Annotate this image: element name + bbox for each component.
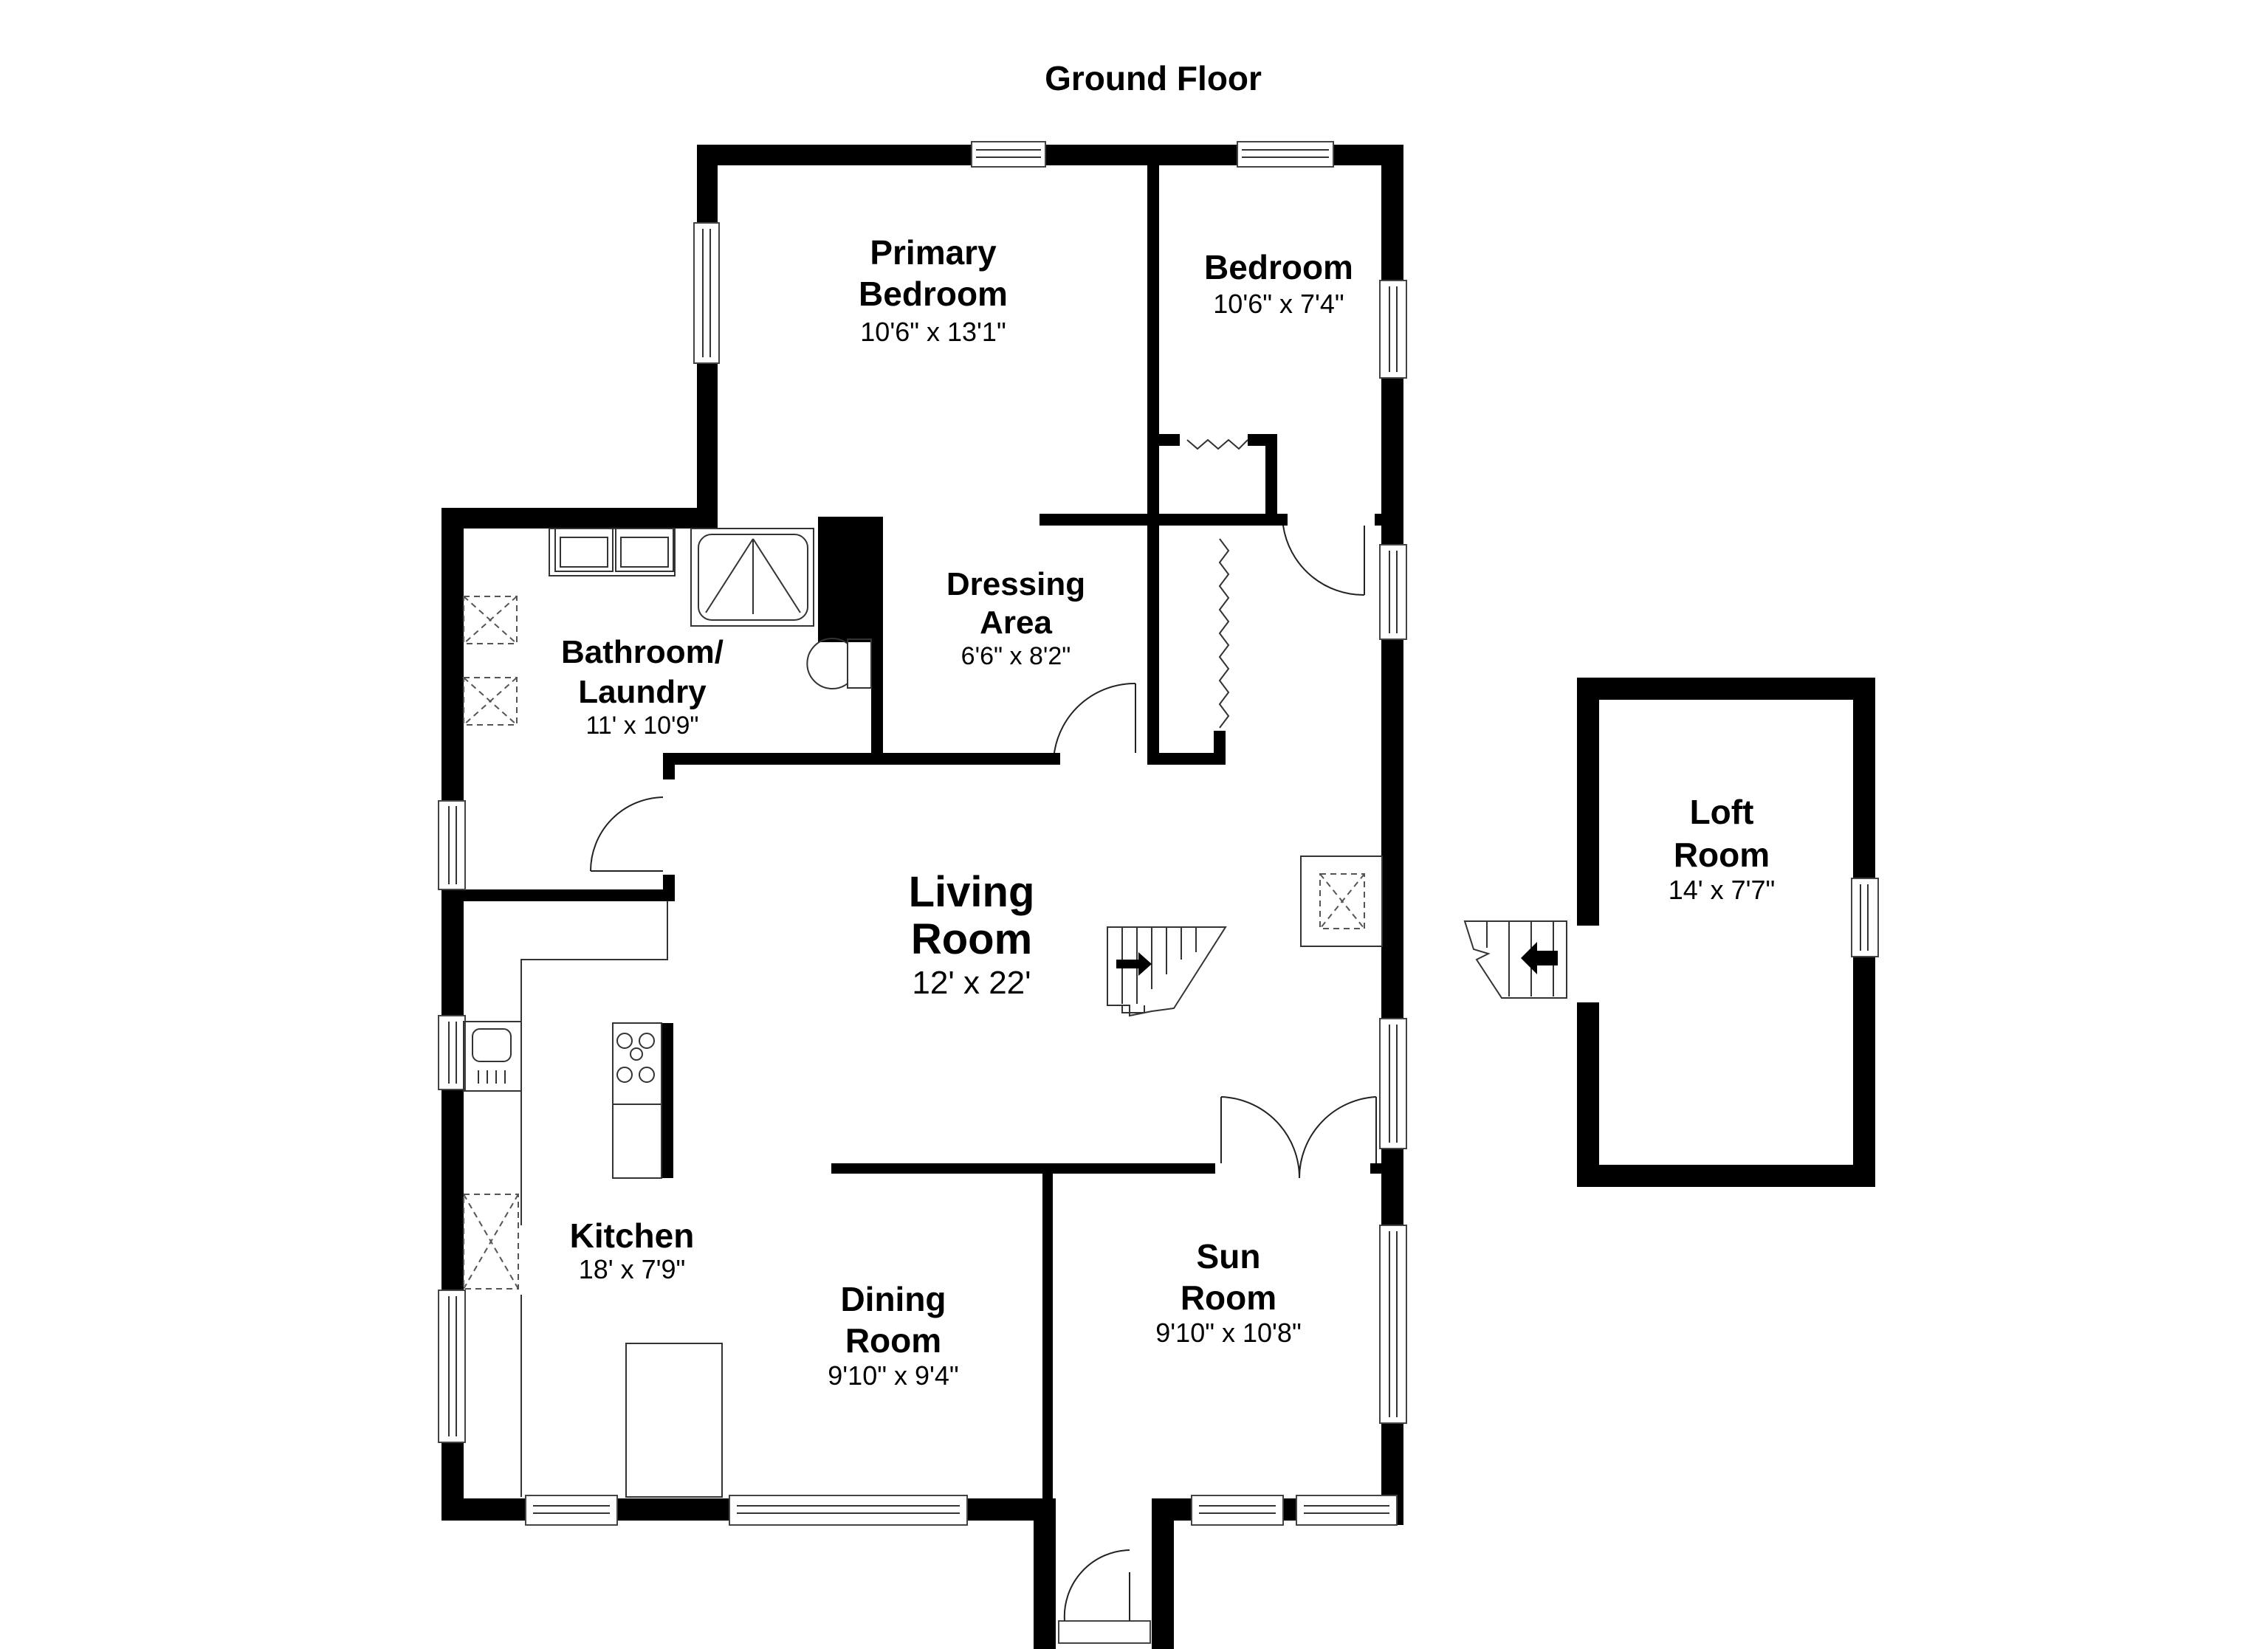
double-sink-icon (549, 528, 676, 576)
svg-text:Area: Area (980, 605, 1052, 641)
appliance-box-icon (463, 1194, 519, 1290)
window-primary-left (693, 222, 720, 364)
svg-text:Room: Room (911, 915, 1032, 963)
svg-text:Living: Living (909, 868, 1035, 916)
stairs-arrow-right-icon (1107, 926, 1227, 1017)
label-kitchen: Kitchen 18' x 7'9" (570, 1216, 695, 1284)
window-living-right (1379, 1018, 1407, 1149)
window-sunroom-bottom-1 (1191, 1495, 1284, 1526)
label-sun-room: Sun Room 9'10" x 10'8" (1155, 1237, 1301, 1348)
svg-text:Room: Room (1674, 836, 1770, 874)
washer-icon (463, 596, 518, 726)
svg-text:9'10" x 9'4": 9'10" x 9'4" (828, 1360, 958, 1391)
kitchen-counters (520, 901, 723, 1498)
svg-text:Dining: Dining (840, 1280, 946, 1318)
loft-room-walls (1575, 678, 1879, 1187)
svg-text:Bedroom: Bedroom (859, 275, 1008, 313)
svg-text:18' x 7'9": 18' x 7'9" (579, 1254, 686, 1284)
svg-text:Bathroom/: Bathroom/ (561, 634, 724, 670)
svg-text:9'10" x 10'8": 9'10" x 10'8" (1155, 1318, 1301, 1348)
svg-text:12' x 22': 12' x 22' (912, 965, 1031, 1001)
sink-icon (463, 1021, 522, 1092)
label-dressing-area: Dressing Area 6'6" x 8'2" (946, 566, 1085, 670)
svg-text:11' x 10'9": 11' x 10'9" (586, 712, 699, 740)
window-bathroom-left (438, 800, 466, 890)
plan-title: Ground Floor (1045, 59, 1262, 97)
hob-icon (612, 1022, 662, 1179)
windows (438, 141, 1407, 1644)
svg-text:10'6" x 13'1": 10'6" x 13'1" (860, 317, 1006, 347)
svg-text:10'6" x 7'4": 10'6" x 7'4" (1213, 289, 1344, 319)
window-primary-top (971, 141, 1046, 168)
window-kitchen-bottom (525, 1495, 618, 1526)
label-loft-room: Loft Room 14' x 7'7" (1669, 793, 1776, 905)
label-bedroom: Bedroom 10'6" x 7'4" (1204, 248, 1353, 319)
svg-text:Room: Room (845, 1321, 941, 1360)
svg-text:Primary: Primary (870, 233, 997, 272)
label-bathroom-laundry: Bathroom/ Laundry 11' x 10'9" (561, 634, 724, 740)
window-dining-bottom (729, 1495, 968, 1526)
window-sunroom-bottom-2 (1296, 1495, 1398, 1526)
window-loft-right (1851, 878, 1879, 957)
label-living-room: Living Room 12' x 22' (909, 868, 1035, 1001)
window-bedroom-top (1237, 141, 1334, 168)
svg-text:Room: Room (1181, 1278, 1276, 1317)
interior-walls (455, 165, 1384, 1506)
doors (590, 438, 1377, 1622)
svg-text:Bedroom: Bedroom (1204, 248, 1353, 286)
room-labels: Primary Bedroom 10'6" x 13'1" Bedroom 10… (561, 233, 1775, 1391)
svg-text:6'6" x 8'2": 6'6" x 8'2" (961, 642, 1071, 670)
label-dining-room: Dining Room 9'10" x 9'4" (828, 1280, 958, 1391)
vent-box-icon (1300, 856, 1383, 947)
window-kitchen-left-lower (438, 1290, 466, 1443)
window-kitchen-left (438, 1015, 466, 1090)
toilet-icon (806, 638, 872, 689)
svg-text:Kitchen: Kitchen (570, 1216, 695, 1255)
svg-text:14' x 7'7": 14' x 7'7" (1669, 875, 1776, 905)
label-primary-bedroom: Primary Bedroom 10'6" x 13'1" (859, 233, 1008, 347)
svg-text:Loft: Loft (1690, 793, 1754, 831)
window-bedroom-right (1379, 280, 1407, 379)
entry-threshold (1058, 1620, 1151, 1644)
fixtures (463, 528, 1567, 1498)
stairs-arrow-left-icon (1463, 920, 1567, 999)
shower-icon (690, 528, 814, 627)
svg-text:Dressing: Dressing (946, 566, 1085, 602)
window-hall-right (1379, 544, 1407, 640)
svg-text:Laundry: Laundry (578, 674, 707, 710)
window-sunroom-right (1379, 1225, 1407, 1424)
svg-text:Sun: Sun (1197, 1237, 1261, 1276)
